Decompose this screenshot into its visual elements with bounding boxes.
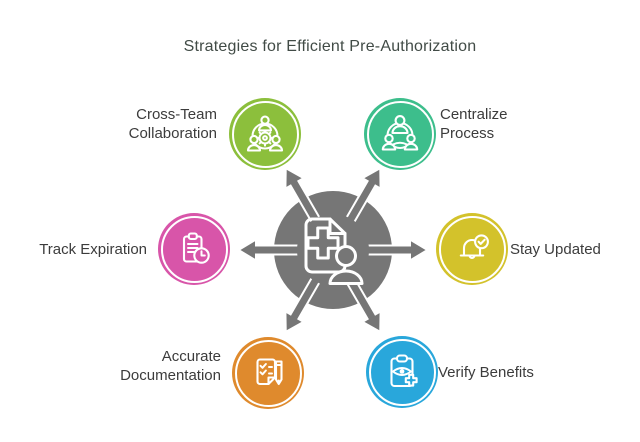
arrow-spokes <box>236 166 430 334</box>
hub-arrows-icon <box>236 166 430 334</box>
medical-document-user-icon <box>304 217 364 285</box>
node-circle <box>366 336 438 408</box>
team-gear-icon <box>246 115 284 152</box>
label-accurate-documentation: Accurate Documentation <box>120 348 221 384</box>
checklist-pen-icon <box>256 358 283 386</box>
label-centralize-process: Centralize Process <box>440 106 508 142</box>
page-title: Strategies for Efficient Pre-Authorizati… <box>183 38 477 55</box>
node-stay-updated <box>436 213 508 285</box>
people-network-icon <box>381 115 419 151</box>
hub-medical-document-user-icon <box>233 150 433 350</box>
node-circle <box>436 213 508 285</box>
label-stay-updated: Stay Updated <box>510 241 601 258</box>
label-track-expiration: Track Expiration <box>39 241 147 258</box>
clipboard-clock-icon <box>182 232 210 264</box>
node-cross-team-collaboration <box>229 98 301 170</box>
node-centralize-process <box>364 98 436 170</box>
label-cross-team-collaboration: Cross-Team Collaboration <box>128 106 217 142</box>
node-accurate-documentation <box>232 337 304 409</box>
bell-check-icon <box>459 234 489 259</box>
node-track-expiration <box>158 213 230 285</box>
node-circle <box>229 98 301 170</box>
label-verify-benefits: Verify Benefits <box>438 364 534 381</box>
node-verify-benefits <box>366 336 438 408</box>
node-circle <box>232 337 304 409</box>
clipboard-eye-icon <box>390 354 418 388</box>
